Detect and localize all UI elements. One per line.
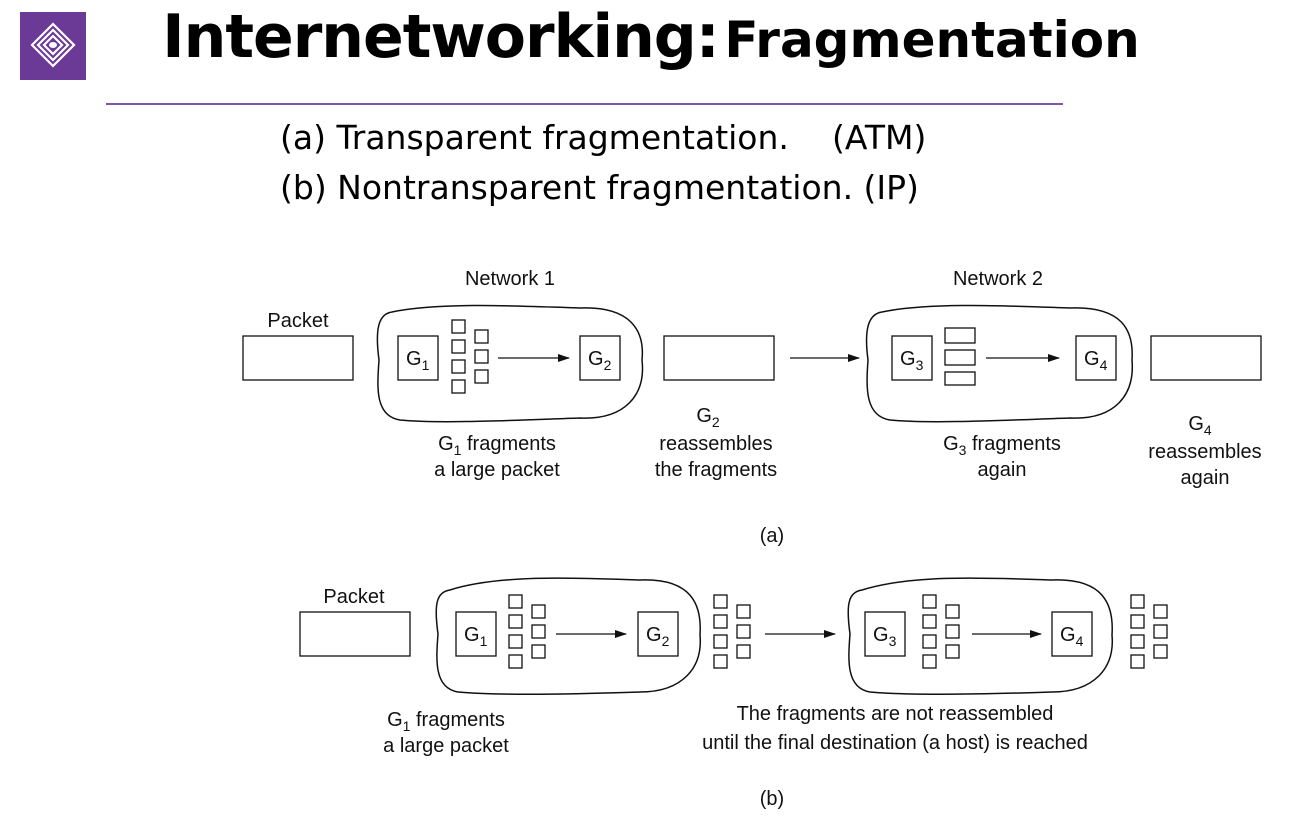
subtitle-a: (a) Transparent fragmentation. (ATM) [280, 118, 926, 157]
gateway-box-g3 [891, 335, 933, 381]
title-main: Internetworking: [162, 2, 719, 72]
fragments-g3-b [922, 594, 960, 669]
network-1-cloud [376, 304, 644, 423]
fragments-g3-a [944, 327, 976, 386]
gateway-label-g1-b: G1 [464, 624, 488, 649]
network-2-cloud-b [847, 577, 1113, 696]
packet-box-b [299, 611, 411, 657]
fragments-between-b [713, 594, 751, 669]
caption-b-line1: The fragments are not reassembled [737, 703, 1054, 725]
gateway-box-g1-b [455, 611, 497, 657]
diagram-a: Network 1 Network 2 Packet G1 G2 G3 [242, 268, 1262, 547]
gateway-box-g2 [579, 335, 621, 381]
page-title: Internetworking: Fragmentation [0, 2, 1302, 72]
fragments-g1-b [508, 594, 546, 669]
gateway-label-g4-b: G4 [1060, 624, 1084, 649]
g2-caption-line2: the fragments [655, 459, 777, 481]
packet-label-b: Packet [323, 586, 385, 608]
caption-b-line2: until the final destination (a host) is … [702, 732, 1088, 754]
gateway-label-g3-b: G3 [873, 624, 897, 649]
diamond-layers-icon [30, 22, 76, 68]
gateway-label-g3: G3 [900, 348, 924, 373]
g4-caption-line1: reassembles [1148, 441, 1261, 463]
g2-caption-label: G2 [696, 405, 720, 430]
g4-caption-line2: again [1181, 467, 1230, 489]
g2-caption-line1: reassembles [659, 433, 772, 455]
final-packet-box [1150, 335, 1262, 381]
g1-caption-line1-a: G1 fragments [438, 433, 556, 458]
gateway-box-g3-b [864, 611, 906, 657]
fragments-g1-a [451, 319, 489, 394]
reassembled-packet-box [663, 335, 775, 381]
g1-caption-line2-a: a large packet [434, 459, 560, 481]
title-sub: Fragmentation [724, 11, 1140, 69]
gateway-box-g2-b [637, 611, 679, 657]
g3-caption-line2: again [978, 459, 1027, 481]
network-2-cloud [865, 304, 1133, 423]
g1-caption-line2-b: a large packet [383, 735, 509, 757]
gateway-box-g4 [1075, 335, 1117, 381]
diagram-a-label: (a) [760, 525, 784, 547]
logo-icon [20, 12, 86, 80]
packet-label-a: Packet [267, 310, 329, 332]
diagram-b: Packet G1 G2 G3 [299, 577, 1168, 810]
packet-box-a [242, 335, 354, 381]
subtitle-b-text: (b) Nontransparent fragmentation. (IP) [280, 168, 919, 207]
title-divider [106, 103, 1063, 105]
gateway-box-g4-b [1051, 611, 1093, 657]
gateway-label-g2: G2 [588, 348, 612, 373]
subtitle-b: (b) Nontransparent fragmentation. (IP) [280, 168, 919, 207]
g3-caption-line1: G3 fragments [943, 433, 1061, 458]
gateway-label-g4: G4 [1084, 348, 1108, 373]
diagram-b-label: (b) [760, 788, 784, 810]
network-2-label: Network 2 [953, 268, 1043, 290]
g4-caption-label: G4 [1188, 413, 1212, 438]
network-1-cloud-b [435, 577, 701, 696]
gateway-label-g1: G1 [406, 348, 430, 373]
subtitle-a-note: (ATM) [832, 118, 927, 157]
gateway-box-g1 [397, 335, 439, 381]
fragments-final-b [1130, 594, 1168, 669]
network-1-label: Network 1 [465, 268, 555, 290]
g1-caption-line1-b: G1 fragments [387, 709, 505, 734]
subtitle-a-text: (a) Transparent fragmentation. [280, 118, 789, 157]
gateway-label-g2-b: G2 [646, 624, 670, 649]
